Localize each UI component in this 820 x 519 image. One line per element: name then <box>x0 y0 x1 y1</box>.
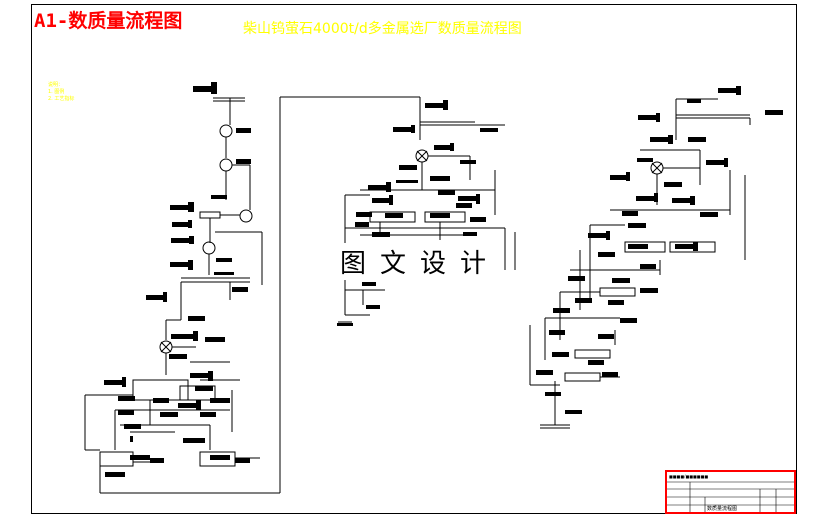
watermark-text: 图文设计 <box>338 243 503 280</box>
notes-line-1: 1. 图例 <box>48 89 65 95</box>
title-block-header: ■■■■/■■■■■■ <box>669 474 709 479</box>
title-block-drawing-name: 数质量流程图 <box>707 506 738 512</box>
notes-heading: 说明： <box>48 82 64 88</box>
drawing-title: A1-数质量流程图 <box>34 10 183 32</box>
title-block: ■■■■/■■■■■■ 数质量流程图 <box>665 470 796 514</box>
drawing-subtitle: 柴山钨萤石4000t/d多金属选厂数质量流程图 <box>243 21 522 37</box>
drawing-frame <box>31 4 797 514</box>
notes-line-2: 2. 工艺指标 <box>48 96 75 102</box>
legend-notes: 说明： 1. 图例 2. 工艺指标 <box>48 82 74 103</box>
